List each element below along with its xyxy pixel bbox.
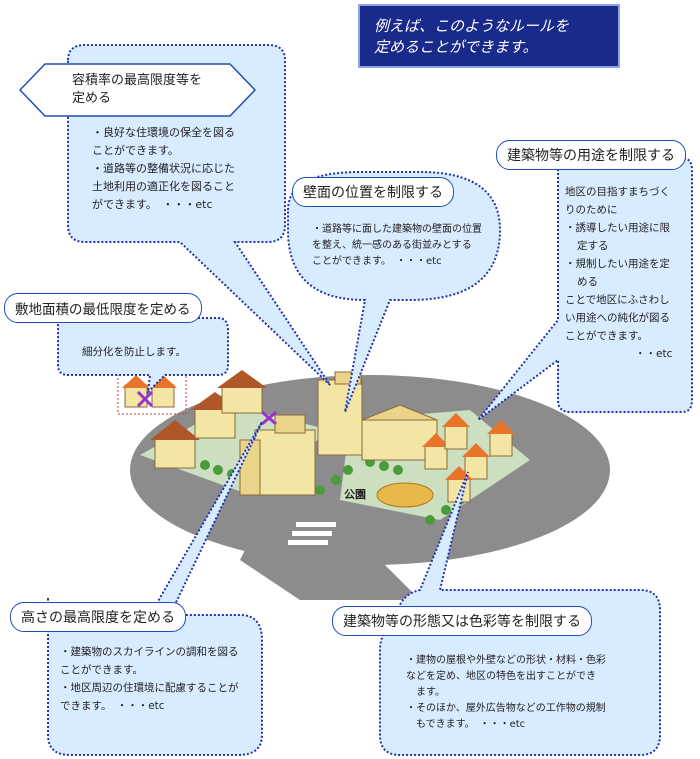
takasa-line: ことができます。 xyxy=(60,664,143,676)
keitai-line: ・そのほか、屋外広告物などの工作物の規制 xyxy=(406,703,606,714)
takasa-line: ・地区周辺の住環境に配慮することが xyxy=(60,682,239,694)
youto-line: ことができます。 xyxy=(565,330,648,342)
heki-bubble xyxy=(287,171,502,413)
youto-line: ・・etc xyxy=(635,348,673,360)
banner-line-2: 定めることができます。 xyxy=(374,38,538,56)
youto-line: い用途への純化が図る xyxy=(565,312,670,324)
banner-line-1: 例えば、このようなルールを xyxy=(374,17,570,35)
youseki-line: ・良好な住環境の保全を図る xyxy=(92,126,235,139)
apartment-a xyxy=(239,414,316,496)
youto-line: ・規制したい用途を定 xyxy=(565,258,670,270)
youseki-line: ことができます。 xyxy=(92,144,179,157)
crosswalk xyxy=(288,522,336,545)
heki-line: ことができます。 ・・・etc xyxy=(312,256,442,267)
youto-title: 建築物等の用途を制限する xyxy=(496,140,686,170)
youseki-bubble xyxy=(67,44,331,386)
youto-text: 地区の目指すまちづく りのために ・誘導したい用途に限 定する ・規制したい用途… xyxy=(565,183,672,363)
apartment-b xyxy=(317,371,363,456)
shikichi-title: 敷地面積の最低限度を定める xyxy=(4,293,202,323)
youto-line: 地区の目指すまちづく xyxy=(565,186,670,198)
shikichi-text: 細分化を防止します。 xyxy=(82,343,186,361)
house-3 xyxy=(217,370,267,414)
road-extension xyxy=(240,540,420,600)
park-label: 公園 xyxy=(344,488,366,501)
keitai-line: などを定め、地区の特色を出すことができ xyxy=(406,671,596,682)
youseki-text: ・良好な住環境の保全を図る ことができます。 ・道路等の整備状況に応じた 土地利… xyxy=(92,124,235,214)
shikichi-line: 細分化を防止します。 xyxy=(82,346,186,358)
intro-banner: 例えば、このようなルールを 定めることができます。 xyxy=(358,4,620,68)
youto-line: ことで地区にふさわし xyxy=(565,294,670,306)
keitai-line: もできます。 ・・・etc xyxy=(416,719,526,730)
shikichi-bubble xyxy=(57,317,229,395)
youseki-hex xyxy=(18,63,257,117)
takasa-title: 高さの最高限度を定める xyxy=(10,602,186,632)
youseki-line: ・道路等の整備状況に応じた xyxy=(92,162,235,175)
keitai-line: ます。 xyxy=(416,687,445,698)
house-1 xyxy=(150,420,200,469)
youseki-line: ができます。 ・・・etc xyxy=(92,198,213,211)
heki-line: ・道路等に面した建築物の壁面の位置 xyxy=(312,224,482,235)
heki-title: 壁面の位置を制限する xyxy=(292,177,454,207)
youto-bubble xyxy=(477,157,693,421)
youto-line: りのために xyxy=(565,204,618,216)
youseki-title-line-2: 定める xyxy=(72,91,112,106)
heki-text: ・道路等に面した建築物の壁面の位置 を整え、統一感のある街並みとする ことができ… xyxy=(312,222,482,270)
east-houses xyxy=(422,413,515,503)
cross-mark-2 xyxy=(261,410,277,426)
takasa-bubble xyxy=(46,421,263,756)
park-sandbox xyxy=(376,482,434,508)
takasa-line: できます。 ・・・etc xyxy=(60,700,165,712)
keitai-title: 建築物等の形態又は色彩等を制限する xyxy=(332,606,592,636)
takasa-line: ・建築物のスカイラインの調和を図る xyxy=(60,646,239,658)
cross-mark-1 xyxy=(136,390,154,408)
youseki-title: 容積率の最高限度等を 定める xyxy=(72,72,202,108)
keitai-line: ・建物の屋根や外壁などの形状・材料・色彩 xyxy=(406,655,606,666)
youto-line: める xyxy=(577,276,598,288)
youseki-line: 土地利用の適正化を図ること xyxy=(92,180,235,193)
youto-line: ・誘導したい用途に限 xyxy=(565,222,670,234)
keitai-text: ・建物の屋根や外壁などの形状・材料・色彩 などを定め、地区の特色を出すことができ… xyxy=(406,653,606,733)
heki-line: を整え、統一感のある街並みとする xyxy=(312,240,472,251)
youto-line: 定する xyxy=(577,240,609,252)
youseki-title-line-1: 容積率の最高限度等を xyxy=(72,73,203,88)
takasa-text: ・建築物のスカイラインの調和を図る ことができます。 ・地区周辺の住環境に配慮す… xyxy=(60,643,239,715)
